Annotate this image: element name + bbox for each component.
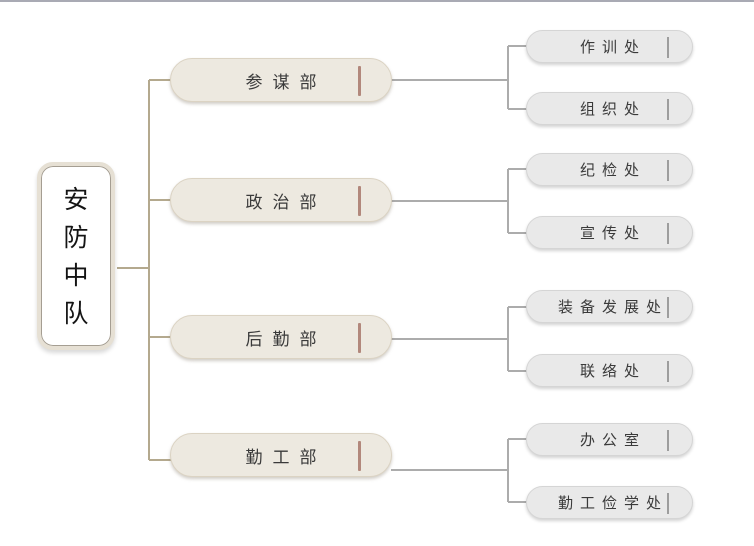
root-branch-connectors	[117, 79, 171, 461]
child-node-liaison[interactable]: 联络处	[526, 354, 693, 387]
branch-accent-bar	[358, 66, 361, 96]
child-node-office[interactable]: 办公室	[526, 423, 693, 456]
child-accent-bar	[667, 223, 669, 244]
child-accent-bar	[667, 297, 669, 318]
branch-node-label: 勤工部	[245, 447, 327, 467]
child-accent-bar	[667, 493, 669, 514]
branch-node-label: 后勤部	[245, 329, 327, 349]
child-accent-bar	[667, 430, 669, 451]
root-char: 中	[63, 260, 89, 290]
child-node-organization[interactable]: 组织处	[526, 92, 693, 125]
branch-node-logistics-dept[interactable]: 后勤部	[170, 315, 392, 359]
child-node-label: 纪检处	[579, 162, 646, 179]
child-accent-bar	[667, 160, 669, 181]
page-top-border	[0, 0, 754, 2]
root-char: 防	[63, 222, 89, 252]
child-node-label: 办公室	[579, 432, 646, 449]
child-node-label: 联络处	[579, 363, 646, 380]
branch-node-staff-dept[interactable]: 参谋部	[170, 58, 392, 102]
root-char: 队	[63, 298, 89, 328]
child-node-label: 宣传处	[579, 225, 646, 242]
child-node-label: 组织处	[579, 101, 646, 118]
root-node-label: 安 防 中 队	[63, 187, 88, 326]
child-accent-bar	[667, 361, 669, 382]
child-node-operations-training[interactable]: 作训处	[526, 30, 693, 63]
child-accent-bar	[667, 37, 669, 58]
child-node-label: 作训处	[579, 39, 646, 56]
branch-node-label: 政治部	[245, 192, 327, 212]
branch-node-label: 参谋部	[245, 72, 327, 92]
branch-child-connectors	[391, 45, 527, 503]
branch-node-political-dept[interactable]: 政治部	[170, 178, 392, 222]
child-node-discipline-inspection[interactable]: 纪检处	[526, 153, 693, 186]
branch-accent-bar	[358, 323, 361, 353]
child-node-work-study[interactable]: 勤工俭学处	[526, 486, 693, 519]
child-node-label: 装备发展处	[557, 299, 668, 316]
root-node[interactable]: 安 防 中 队	[37, 162, 115, 350]
child-node-equipment-development[interactable]: 装备发展处	[526, 290, 693, 323]
branch-accent-bar	[358, 186, 361, 216]
child-node-publicity[interactable]: 宣传处	[526, 216, 693, 249]
child-accent-bar	[667, 99, 669, 120]
branch-accent-bar	[358, 441, 361, 471]
child-node-label: 勤工俭学处	[557, 495, 668, 512]
branch-node-work-dept[interactable]: 勤工部	[170, 433, 392, 477]
root-char: 安	[63, 184, 89, 214]
